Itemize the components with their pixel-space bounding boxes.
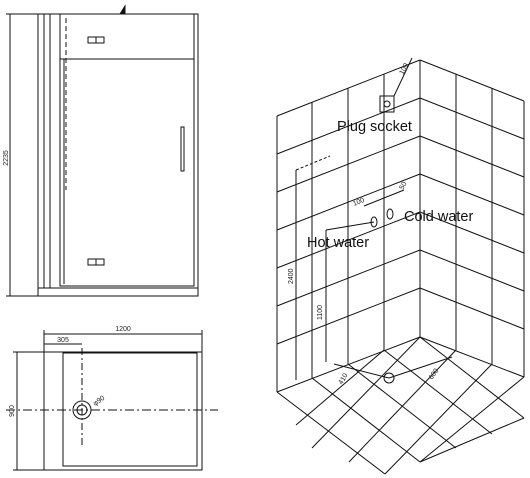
pipe-height-label: 1100 <box>317 305 324 320</box>
offset-dimension-label: 305 <box>57 337 69 344</box>
width-dimension-label: 1200 <box>115 326 131 333</box>
plug-socket-icon <box>383 100 391 108</box>
door-handle-icon <box>180 126 185 172</box>
pipe-height-dimension-line <box>325 221 375 231</box>
drain-y-label: 600 <box>428 367 440 381</box>
drain-diameter-label: φ90 <box>92 395 106 408</box>
pipe-offset-b-label: 50 <box>399 181 409 191</box>
cabin-outer-frame <box>37 13 199 297</box>
height-dimension-label: 2235 <box>3 150 10 166</box>
socket-offset-label: 100 <box>399 62 411 76</box>
socket-dimension-line <box>393 57 413 97</box>
drain-dimension-line <box>333 363 390 379</box>
top-marker-icon <box>119 4 126 15</box>
pipe-dimension-line <box>295 155 331 171</box>
depth-dimension-label: 900 <box>9 405 16 417</box>
cold-water-label: Cold water <box>404 209 473 225</box>
wall-height-label: 2400 <box>288 268 295 284</box>
plug-socket-label: Plug socket <box>337 119 412 135</box>
front-elevation-view <box>6 4 199 297</box>
plug-socket-icon <box>379 95 395 113</box>
pipe-offset-a-label: 100 <box>352 197 366 208</box>
plan-view <box>6 330 218 471</box>
tray-outline <box>43 351 203 471</box>
floor-tiles <box>276 336 525 475</box>
pipe-dimension-line <box>363 189 405 207</box>
cold-water-pipe-icon <box>386 208 394 220</box>
hot-water-label: Hot water <box>307 235 369 251</box>
room-isometric-view <box>276 57 525 475</box>
base-tray <box>37 287 199 297</box>
right-wall-tiles <box>419 59 525 378</box>
drain-x-label: 410 <box>338 372 350 386</box>
top-canopy-panel <box>59 13 195 60</box>
drain-dimension-line <box>388 356 453 379</box>
floor-drain-icon <box>383 372 395 384</box>
front-door-panel <box>59 13 195 287</box>
